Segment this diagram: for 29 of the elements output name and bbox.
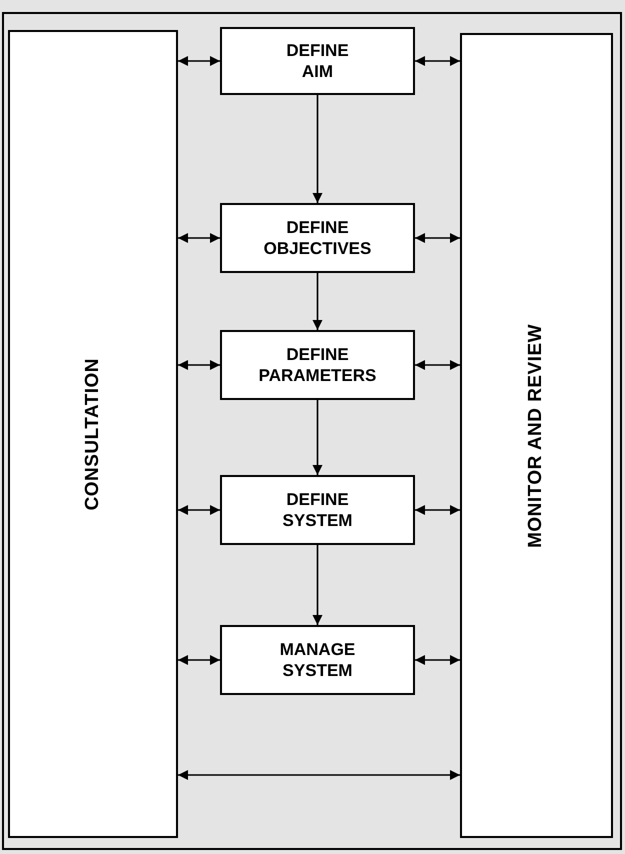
arrow [178,233,220,243]
process-box [220,330,415,400]
process-box [220,27,415,95]
arrow [178,360,220,370]
arrow [178,655,220,665]
arrow [312,95,322,203]
box-label: CONSULTATION [80,358,104,510]
arrow [415,233,460,243]
process-box [220,475,415,545]
arrow [178,505,220,515]
arrow [415,655,460,665]
arrow [178,56,220,66]
arrow [415,360,460,370]
arrow [312,400,322,475]
box-label: MANAGE SYSTEM [280,638,356,682]
arrow [415,56,460,66]
box-label: DEFINE SYSTEM [282,488,352,532]
box-label: DEFINE AIM [286,40,349,82]
process-box [220,203,415,273]
arrow [312,545,322,625]
arrow [312,273,322,330]
box-label: DEFINE OBJECTIVES [264,216,372,260]
process-box [220,625,415,695]
process-box [8,30,178,838]
box-label: MONITOR AND REVIEW [524,324,548,548]
process-box [460,33,613,838]
box-label: DEFINE PARAMETERS [258,344,376,386]
arrow [178,770,460,780]
arrow [415,505,460,515]
